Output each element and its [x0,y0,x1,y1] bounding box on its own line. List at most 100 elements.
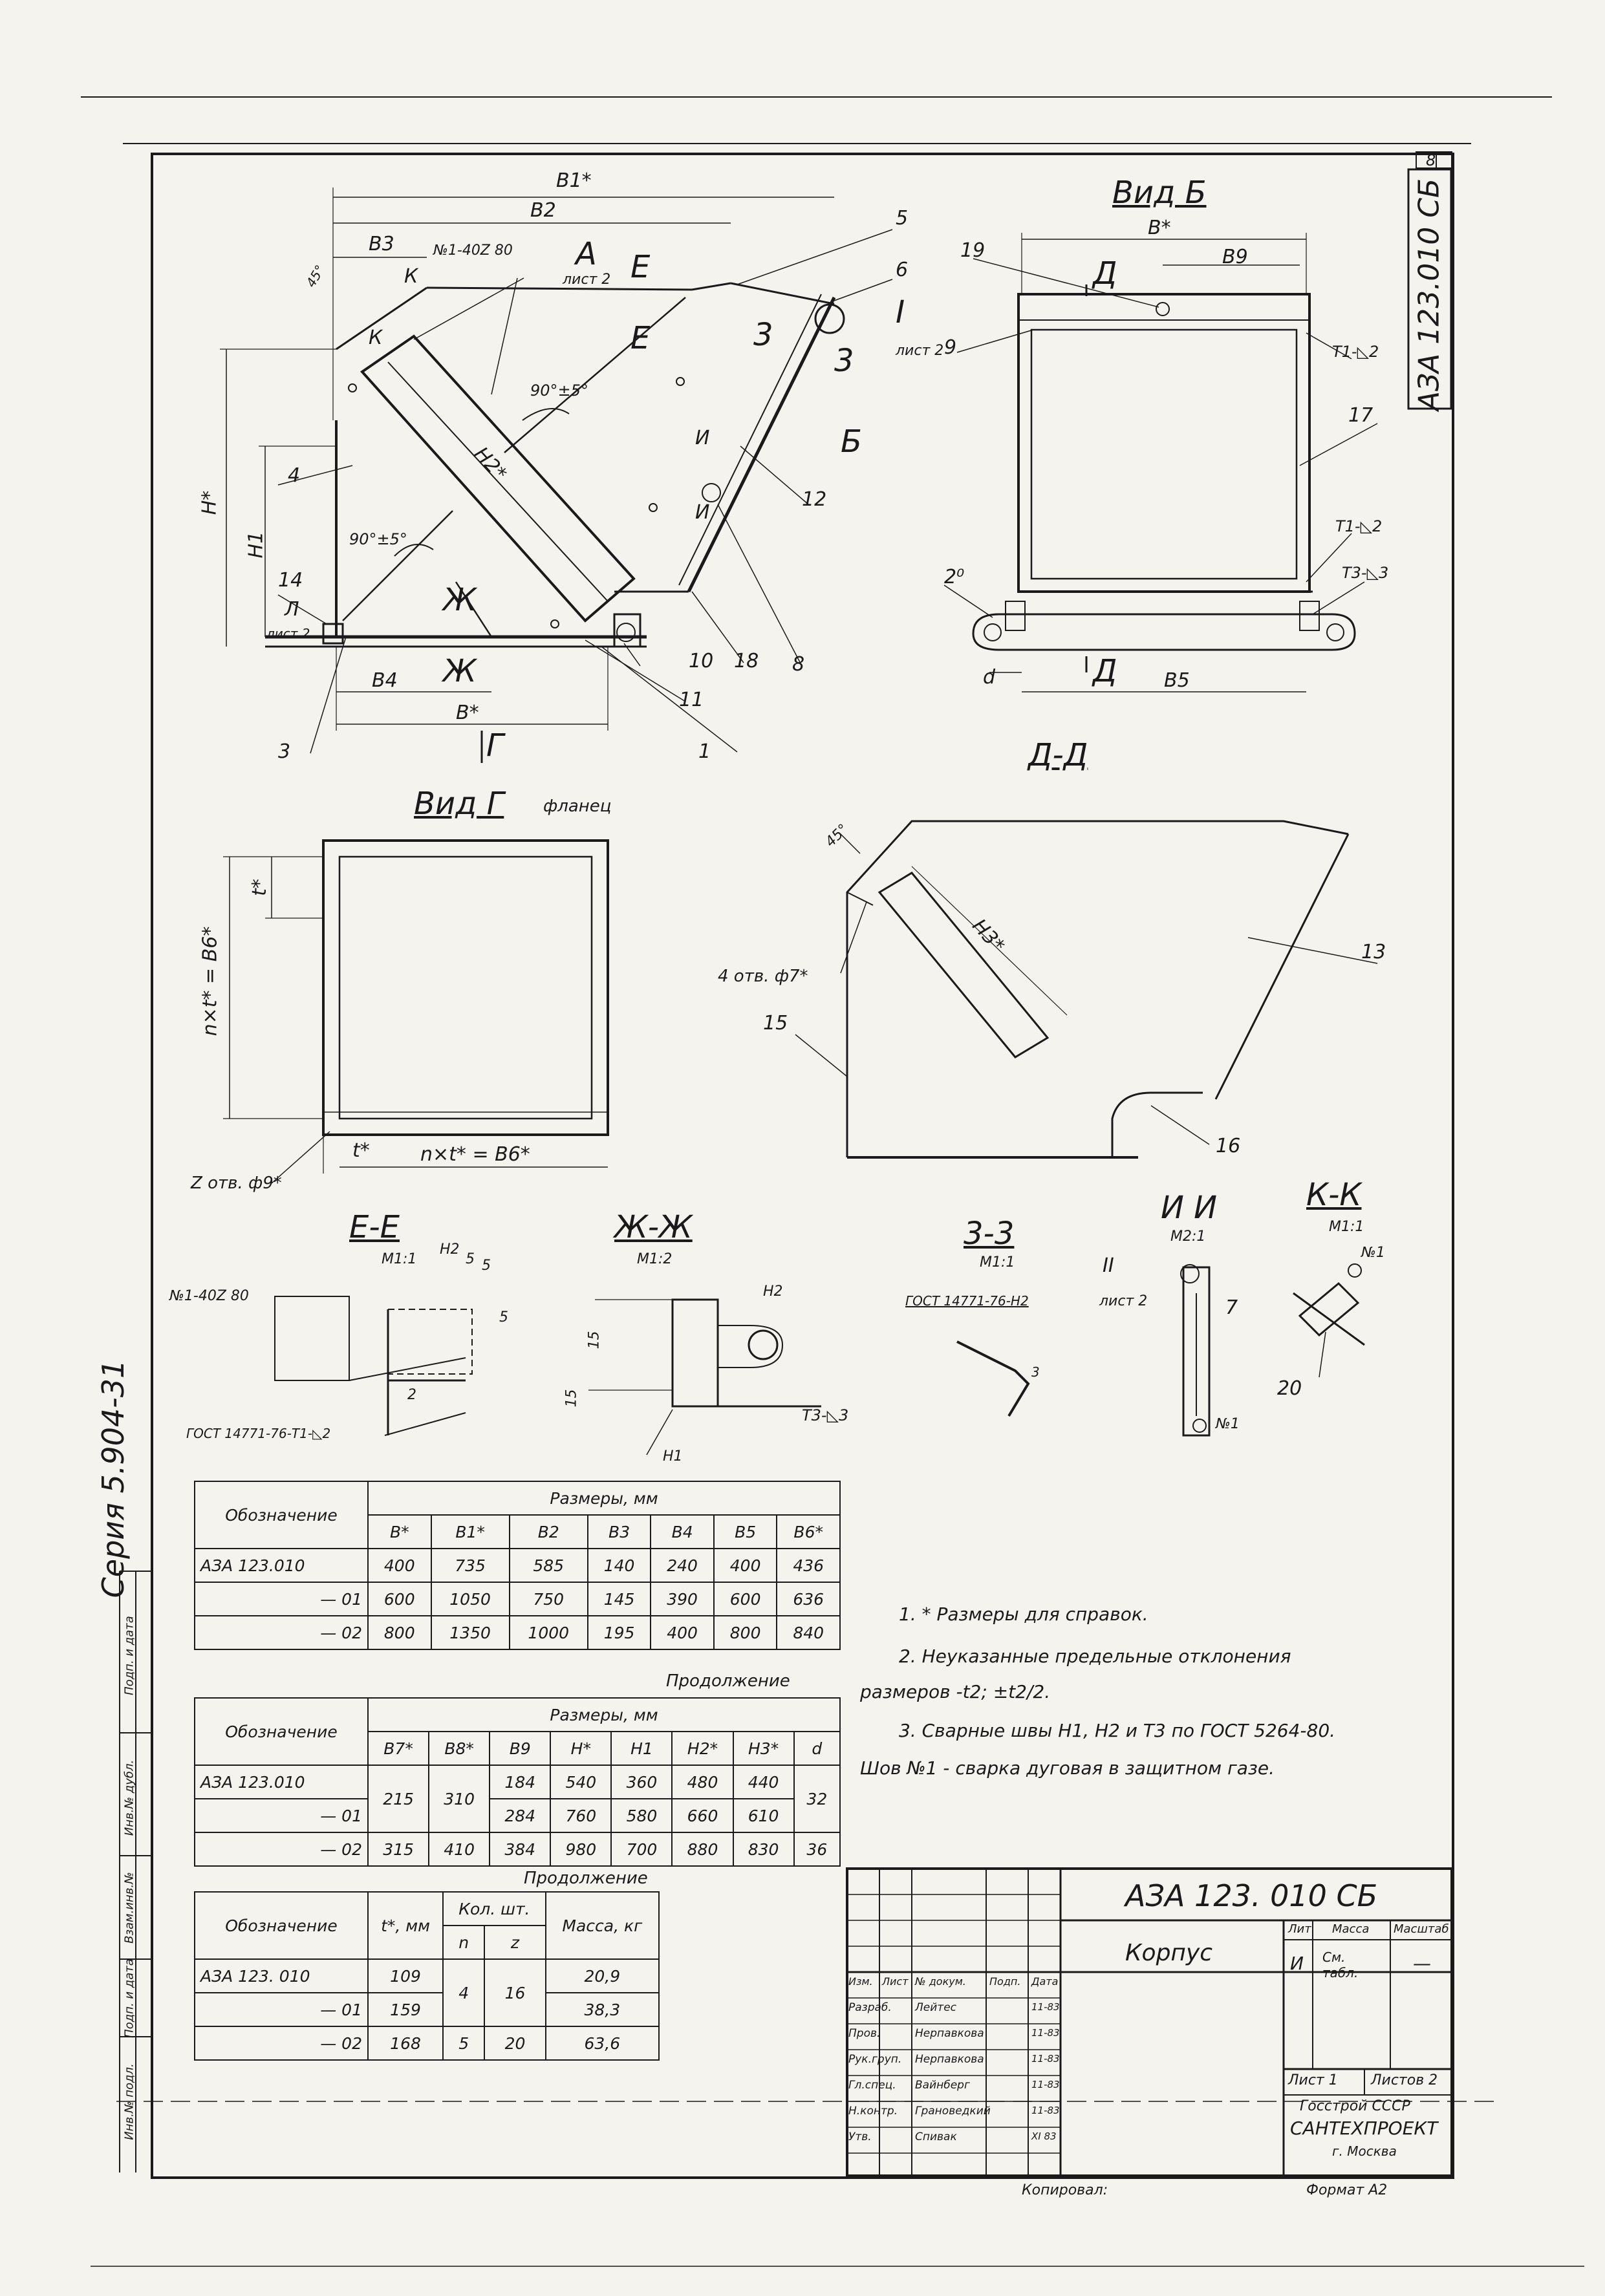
mark-k: К [404,265,418,288]
role-name-4: Грановедкий [915,2105,991,2118]
table-row: — 02 315 410 384 980 700 880 830 36 [194,1832,841,1867]
side-strip-4: Инв.№ дубл. [122,1759,136,1836]
view-g-subtitle: фланец [543,797,612,816]
dim-b4: В4 [372,669,398,692]
view-b-d: d [983,666,996,689]
item-10: 10 [689,650,714,672]
weld-t1-bottom: Т1-◺2 [1335,517,1383,535]
section-ee-gost: ГОСТ 14771-76-Т1-◺2 [186,1426,331,1441]
dim-b2: В2 [530,199,556,222]
section-ii-scale: М2:1 [1170,1228,1206,1245]
t1-col-1: В1* [430,1514,510,1549]
title-code: АЗА 123. 010 СБ [1125,1878,1378,1913]
mark-zh2: Ж [443,653,477,689]
section-zhzh-title: Ж-Ж [614,1209,693,1245]
section-kk-scale: М1:1 [1329,1219,1364,1235]
role-name-1: Нерпавкова [915,2027,984,2040]
table-row: — 01 284 760 580 660 610 [194,1798,840,1833]
section-dd-lines [795,820,1378,1159]
tb-head-4: Дата [1031,1975,1059,1988]
sheets-total: Листов 2 [1371,2072,1438,2088]
side-strip-3: Взам.инв.№ [122,1872,136,1944]
mark-zh: Ж [443,582,477,618]
table-row: АЗА 123.010 400 735 585 140 240 400 436 [194,1548,841,1583]
item-6: 6 [896,259,909,281]
note-2: 2. Неуказанные предельные отклонения [899,1646,1291,1667]
mark-i2: И [695,501,710,524]
view-g-lines [223,839,609,1184]
note-2b: размеров -t2; ±t2/2. [860,1681,1051,1702]
dim-b3: В3 [369,233,394,255]
section-ee-d2: 2 [407,1387,416,1403]
role-name-2: Нерпавкова [915,2053,984,2066]
section-dd-title: Д-Д [1028,737,1088,773]
section-ee-d5b: 5 [482,1258,491,1274]
item-12: 12 [802,488,827,511]
title-block-lines [846,1867,1453,2177]
view-b-bstar: В* [1148,217,1171,239]
view-b-b9: В9 [1222,246,1248,268]
role-name-0: Лейтес [915,2001,956,2014]
mass-value: См. табл. [1322,1949,1359,1980]
item-2: 2⁰ [944,566,965,588]
view-g-holes: Z отв. ф9* [191,1174,282,1193]
side-strip-5: Подп. и дата [122,1616,136,1695]
t2-col-label: Обозначение [194,1697,369,1766]
item-5: 5 [896,207,909,230]
section-33-scale: М1:1 [980,1254,1015,1271]
item-16: 16 [1216,1135,1241,1157]
mark-e2: Е [630,320,651,356]
view-b-cut-d: Д [1093,255,1117,292]
note-1: 1. * Размеры для справок. [899,1604,1148,1625]
t1-col-6: В6* [776,1514,841,1549]
mark-3: 3 [753,317,773,353]
role-date-2: 11-83 [1031,2053,1060,2065]
side-strip-1: Инв.№ подл. [122,2063,136,2140]
mark-I-sub: лист 2 [896,343,944,359]
org-2: САНТЕХПРОЕКТ [1290,2118,1438,2139]
item-15: 15 [763,1012,788,1035]
mark-i: И [695,427,710,449]
section-33-title: 3-3 [964,1216,1015,1252]
format-label: Формат А2 [1306,2182,1388,2198]
t1-col-2: В2 [508,1514,588,1549]
item-14: 14 [278,569,303,592]
table-row: — 01 600 1050 750 145 390 600 636 [194,1582,841,1616]
section-ee-weld: №1-40Z 80 [169,1288,249,1304]
dim-h1: Н1 [244,531,268,559]
section-ee-d5a: 5 [466,1251,475,1267]
t1-header-group: Размеры, мм [367,1481,841,1516]
org-1: Госстрой СССР [1300,2098,1410,2114]
series-label: Серия 5.904-31 [96,1359,131,1598]
title-name: Корпус [1125,1940,1213,1966]
mark-e: Е [630,249,651,285]
section-ii-weld: №1 [1216,1416,1240,1432]
mark-a: А [576,236,597,272]
t1-col-5: В5 [713,1514,778,1549]
view-b-b5: В5 [1164,669,1190,692]
section-ee-d5c: 5 [499,1309,508,1325]
role-date-4: 11-83 [1031,2105,1060,2116]
main-view-lines [220,188,893,763]
view-g-bottom-dim: n×t* = В6* [420,1143,530,1166]
table-row: АЗА 123. 010 109 4 16 20,9 [194,1958,660,2027]
mark-k2: К [369,327,383,349]
role-date-3: 11-83 [1031,2079,1060,2090]
role-1: Пров. [848,2027,881,2040]
section-zhzh-weld: Т3-◺3 [802,1406,849,1424]
role-5: Утв. [848,2130,872,2143]
item-20: 20 [1277,1377,1302,1400]
view-g-side-dim: n×t* = В6* [199,926,222,1036]
item-1: 1 [698,740,711,763]
role-2: Рук.груп. [848,2053,902,2066]
section-kk-weld: №1 [1361,1245,1385,1261]
org-3: г. Москва [1332,2143,1397,2159]
sheet-num: Лист 1 [1288,2072,1338,2088]
item-9: 9 [944,336,957,359]
note-3b: Шов №1 - сварка дуговая в защитном газе. [860,1757,1275,1779]
section-ee-scale: М1:1 [382,1251,417,1267]
section-zhzh-d15b: 15 [563,1389,580,1408]
item-13: 13 [1361,941,1386,963]
section-33-gost: ГОСТ 14771-76-Н2 [905,1293,1029,1309]
